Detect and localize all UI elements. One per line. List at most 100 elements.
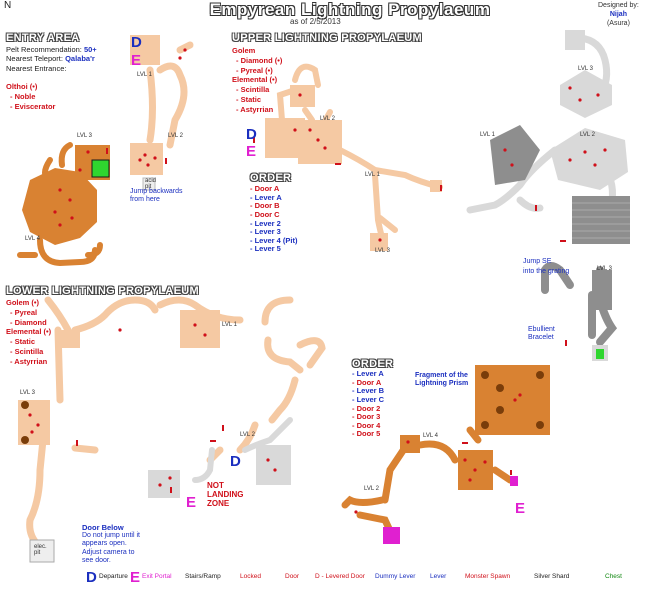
upper-elemental: Elemental (•) xyxy=(232,75,278,85)
lvl1-label-entry: LVL 1 xyxy=(137,72,153,78)
legend-bar: D Departure E Exit Portal Stairs/Ramp Lo… xyxy=(0,568,665,586)
lower-exit-marker: E xyxy=(186,494,197,511)
lower-monster-list: Golem (•) - Pyreal - Diamond Elemental (… xyxy=(6,298,51,366)
lower-order-2: - Door A xyxy=(352,377,382,387)
fragment-prism-note: Fragment of the Lightning Prism xyxy=(415,372,469,388)
lvl2-label-upper: LVL 2 xyxy=(320,116,336,122)
upper-golem-pyreal: - Pyreal (•) xyxy=(236,65,273,75)
legend-departure: Departure xyxy=(99,573,128,580)
legend-chest: Chest xyxy=(605,573,622,580)
lower-elemental: Elemental (•) xyxy=(6,327,52,337)
jump-se-note: Jump SE xyxy=(523,258,552,265)
ebullient-bracelet-note: Ebullient Bracelet xyxy=(528,326,555,342)
door-below-title: Door Below xyxy=(82,523,124,532)
elec-pit-label: elec. pit xyxy=(34,544,47,556)
pelt-label: Pelt Recommendation: xyxy=(6,45,82,54)
entry-heading: ENTRY AREA xyxy=(6,32,80,44)
lvl3-label-lower: LVL 3 xyxy=(20,390,36,396)
lvl3-label-grating: LVL 3 xyxy=(597,266,613,272)
lvl2-label-bottom: LVL 2 xyxy=(364,486,380,492)
lower-order-6: - Door 3 xyxy=(352,412,381,422)
entry-start-room xyxy=(130,35,160,65)
lower-departure-marker: D xyxy=(230,453,241,470)
lower-elemental-static: - Static xyxy=(10,337,36,346)
legend-stairs: Stairs/Ramp xyxy=(185,573,221,580)
not-landing-zone-label: NOT LANDING ZONE xyxy=(207,481,244,508)
entry-boss-list: Olthoi (•) - Noble - Eviscerator xyxy=(6,82,55,111)
upper-order-title: ORDER xyxy=(250,172,292,184)
lower-order-title: ORDER xyxy=(352,358,394,370)
upper-monster-list: Golem - Diamond (•) - Pyreal (•) Element… xyxy=(232,46,282,114)
lower-order-8: - Door 5 xyxy=(352,429,381,439)
lvl4-label-entry: LVL 4 xyxy=(25,236,41,242)
legend-locked: Locked xyxy=(240,573,261,580)
entry-octagon xyxy=(22,168,97,245)
legend-monster-spawn: Monster Spawn xyxy=(465,573,511,580)
grating-room xyxy=(572,196,630,244)
lower-order-1: - Lever A xyxy=(352,369,384,378)
entry-lower-area xyxy=(17,142,103,267)
legend-silver-shard: Silver Shard xyxy=(534,573,570,580)
legend-dummy-lever: Dummy Lever xyxy=(375,573,416,580)
upper-golem: Golem xyxy=(232,46,256,55)
acid-pit-room xyxy=(130,143,163,175)
lvl1-label-lower: LVL 1 xyxy=(222,322,238,328)
upper-order-8: - Lever 5 xyxy=(250,244,281,254)
jump-backwards-note: Jump backwards from here xyxy=(130,188,183,204)
upper-elemental-astyrrian: - Astyrrian xyxy=(236,104,274,114)
lower-order-list: - Lever A - Door A - Lever B - Lever C -… xyxy=(352,369,385,439)
lower-heading: LOWER LIGHTNING PROPYLAEUM xyxy=(6,285,199,297)
credits-label: Designed by: xyxy=(598,2,639,9)
legend-door: Door xyxy=(285,573,300,580)
lvl2-label-gray: LVL 2 xyxy=(580,132,596,138)
entry-paths xyxy=(146,41,194,149)
upper-order-1: - Door A xyxy=(250,184,280,193)
legend-exit: Exit Portal xyxy=(142,573,172,580)
lower-order-7: - Door 4 xyxy=(352,420,381,430)
upper-exit-marker: E xyxy=(246,143,257,160)
entrance-label: Nearest Entrance: xyxy=(6,63,67,73)
compass-north-label: N xyxy=(4,0,12,11)
credits-server: (Asura) xyxy=(606,19,630,27)
acid-pit-label: acid pit xyxy=(145,178,157,190)
lvl1-label-gray: LVL 1 xyxy=(480,132,496,138)
lower-golem: Golem (•) xyxy=(6,298,40,307)
lvl2-label-entry: LVL 2 xyxy=(168,133,184,139)
upper-elemental-static: - Static xyxy=(236,94,262,104)
upper-order-5: - Lever 2 xyxy=(250,218,281,228)
upper-order-2: - Lever A xyxy=(250,192,282,202)
upper-order-list: - Door A - Lever A - Door B - Door C - L… xyxy=(250,184,298,254)
olthoi-noble: - Noble xyxy=(10,91,36,101)
legend-lever: Lever xyxy=(430,573,447,580)
legend-departure-icon: D xyxy=(86,569,97,586)
lvl3-label-gray: LVL 3 xyxy=(578,66,594,72)
lvl1-label-upper: LVL 1 xyxy=(365,172,381,178)
bottom-exit-marker: E xyxy=(515,500,526,517)
entry-info: Pelt Recommendation: 50+ Nearest Telepor… xyxy=(6,45,97,73)
lower-golem-diamond: - Diamond xyxy=(10,317,47,327)
legend-levered-door: D - Levered Door xyxy=(315,573,365,580)
door-below-note: Do not jump until it appears open. Adjus… xyxy=(82,532,140,565)
map-title: Empyrean Lightning Propylaeum xyxy=(209,0,491,19)
grating-note: into the grating xyxy=(523,268,570,275)
lower-order-5: - Door 2 xyxy=(352,403,381,413)
pelt-value: 50+ xyxy=(83,45,97,54)
credits-author: Nijah xyxy=(609,10,627,18)
lower-elemental-scintilla: - Scintilla xyxy=(10,346,44,356)
lower-order-4: - Lever C xyxy=(352,394,385,404)
teleport-value: Qalaba'r xyxy=(65,54,95,64)
upper-heading: UPPER LIGHTNING PROPYLAEUM xyxy=(232,32,422,44)
teleport-label: Nearest Teleport: xyxy=(6,54,63,64)
lvl3-label-upper: LVL 3 xyxy=(375,248,391,254)
map-date: as of 2/5/2013 xyxy=(290,17,341,26)
exit-marker: E xyxy=(131,52,142,69)
upper-order-3: - Door B xyxy=(250,201,280,211)
olthoi-eviscerator: - Eviscerator xyxy=(10,101,56,111)
upper-elemental-scintilla: - Scintilla xyxy=(236,85,270,94)
upper-order-4: - Door C xyxy=(250,209,280,219)
lower-order-3: - Lever B xyxy=(352,386,385,396)
lvl3-label-entry: LVL 3 xyxy=(77,133,93,139)
upper-order-6: - Lever 3 xyxy=(250,227,281,237)
lower-elemental-astyrrian: - Astyrrian xyxy=(10,356,48,366)
